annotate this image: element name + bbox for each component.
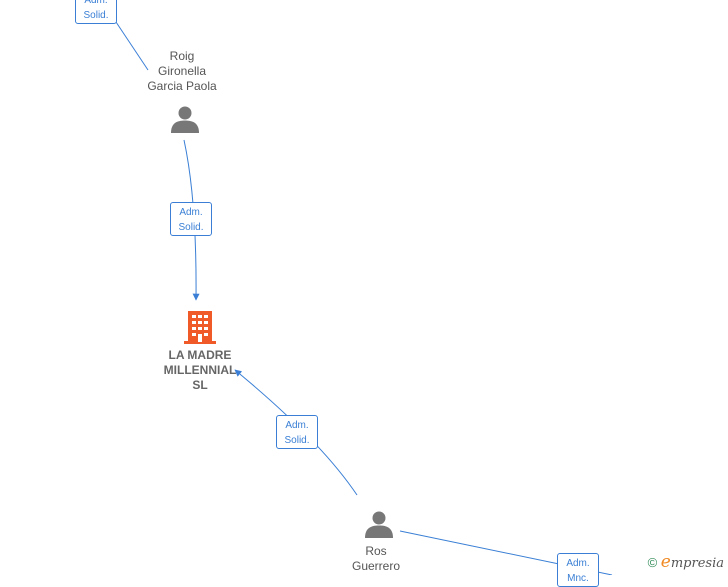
edge-role-type: Solid. <box>178 222 204 233</box>
building-icon[interactable] <box>183 309 217 345</box>
relationship-graph <box>115 21 613 575</box>
company-label[interactable]: LA MADRE MILLENNIAL SL <box>163 348 237 392</box>
copyright-symbol: © <box>647 555 658 570</box>
edge-badge-roig-company[interactable]: Adm. Solid. <box>170 202 212 236</box>
edge-role: Adm. <box>84 0 108 6</box>
edge-badge-bottom-right[interactable]: Adm. Mnc. <box>557 553 599 587</box>
brand-initial: e <box>660 552 671 572</box>
person-label-ros[interactable]: Ros Guerrero <box>351 544 401 573</box>
empresia-watermark: © empresia <box>648 552 724 572</box>
edge-role-type: Solid. <box>284 435 310 446</box>
edge-role: Adm. <box>566 558 590 569</box>
person-icon[interactable] <box>170 105 200 133</box>
edge-badge-top[interactable]: Adm. Solid. <box>75 0 117 24</box>
edge-role-type: Solid. <box>83 10 109 21</box>
edge-role: Adm. <box>285 420 309 431</box>
edge-badge-ros-company[interactable]: Adm. Solid. <box>276 415 318 449</box>
edge-top-line <box>115 21 149 71</box>
edge-role-type: Mnc. <box>567 573 589 584</box>
person-label-roig[interactable]: Roig Gironella Garcia Paola <box>147 49 217 93</box>
edge-role: Adm. <box>179 207 203 218</box>
person-icon[interactable] <box>364 510 394 538</box>
brand-name: mpresia <box>670 556 724 571</box>
